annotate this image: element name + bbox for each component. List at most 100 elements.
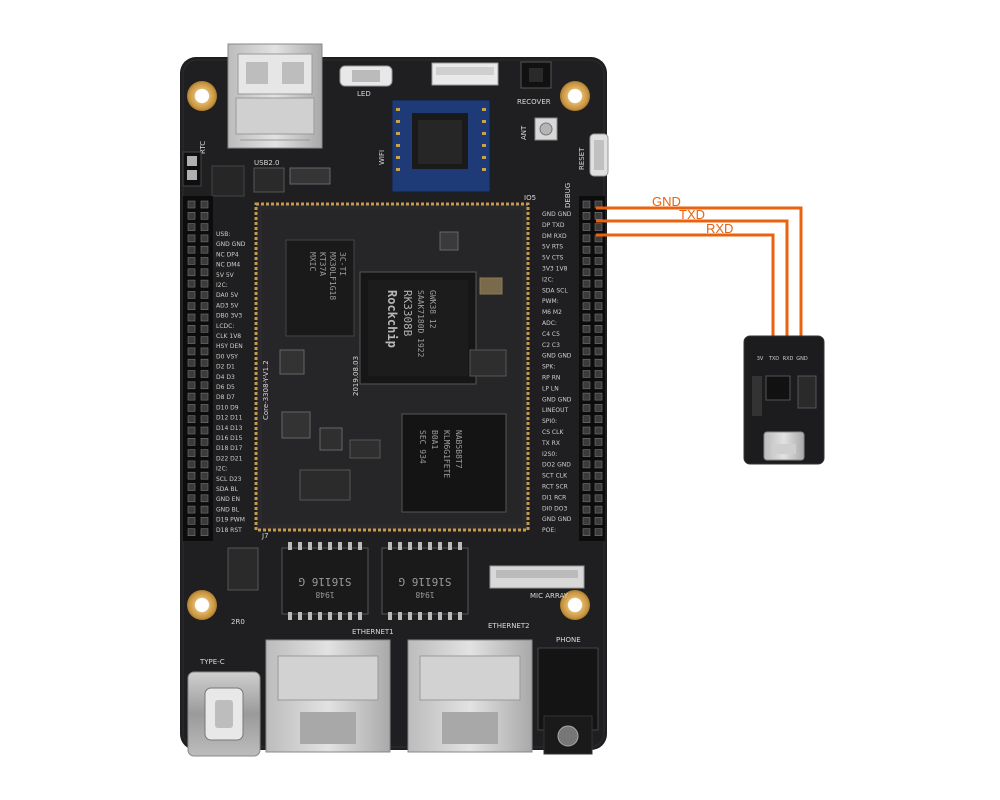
adapter-pin-label: RXD — [783, 356, 794, 362]
reset-label: RESET — [578, 147, 586, 170]
header-pin — [594, 279, 603, 288]
right-pin-label: PWM: — [542, 298, 559, 305]
emmc-line-4: NAB5B8T7 — [454, 430, 463, 469]
header-pin — [200, 483, 209, 491]
header-pin — [187, 347, 196, 356]
header-pin — [594, 471, 603, 480]
header-pin — [200, 212, 209, 220]
header-pin — [582, 483, 591, 491]
header-pin — [200, 505, 209, 514]
header-pin — [594, 257, 603, 265]
soc-line-3: GWK38 12 — [428, 290, 437, 329]
transformer-code: 1948 — [415, 590, 434, 599]
right-pin-label: CS CLK — [542, 429, 564, 436]
header-pin — [187, 392, 196, 401]
header-pin — [187, 324, 196, 333]
ethernet-port-2 — [407, 639, 533, 753]
header-pin — [187, 381, 196, 390]
left-pin-label: NC DM4 — [216, 262, 240, 269]
header-pin — [200, 528, 209, 537]
left-pin-label: NC DP4 — [216, 251, 239, 258]
mounting-hole — [187, 81, 217, 111]
wire-label: GND — [652, 194, 681, 209]
header-pin — [594, 426, 603, 435]
header-pin — [187, 257, 196, 265]
emmc-line-3: KLM6G1FETE — [442, 430, 451, 478]
header-pin — [187, 358, 196, 367]
usb-type-c-port — [187, 671, 261, 757]
header-pin — [582, 370, 591, 378]
right-pin-label: POE: — [542, 527, 556, 534]
header-pin — [200, 381, 209, 390]
header-pin — [594, 517, 603, 525]
right-pin-label: GND GND — [542, 353, 572, 360]
header-pin — [187, 245, 196, 254]
left-pin-label: CLK 1V8 — [216, 333, 241, 340]
right-pin-label: TX RX — [541, 440, 560, 447]
header-pin — [582, 471, 591, 480]
header-pin — [582, 302, 591, 311]
header-pin — [200, 302, 209, 311]
header-pin — [582, 449, 591, 457]
soc-brand: Rockchip — [385, 290, 399, 348]
adapter-pin-label: TXD — [768, 356, 779, 362]
header-pin — [187, 212, 196, 220]
header-pin — [594, 358, 603, 367]
rtc-label: RTC — [199, 141, 207, 154]
wire-gnd — [596, 206, 803, 344]
header-pin — [582, 460, 591, 469]
ant-label: ANT — [520, 125, 528, 140]
usb-label: USB2.0 — [254, 159, 280, 167]
left-pin-label: D18 D17 — [216, 445, 243, 452]
transformer-code: 1948 — [315, 590, 334, 599]
header-pin — [594, 336, 603, 344]
left-pin-label: D6 D5 — [216, 384, 235, 391]
header-pin — [582, 223, 591, 231]
emmc-line-1: SEC 934 — [418, 430, 427, 464]
header-pin — [200, 279, 209, 288]
header-pin — [594, 370, 603, 378]
left-pin-label: AD3 5V — [216, 302, 239, 309]
right-pin-label: ADC: — [542, 320, 557, 327]
wire-rxd — [596, 233, 775, 344]
left-pin-label: DB0 3V3 — [216, 313, 242, 320]
header-pin — [594, 347, 603, 356]
header-pin — [187, 223, 196, 231]
j7-label: J7 — [261, 532, 269, 540]
right-pin-label: DM RXD — [542, 233, 567, 240]
right-pin-header — [582, 200, 603, 537]
recover-label: RECOVER — [517, 98, 551, 106]
header-pin — [187, 279, 196, 288]
wifi-label: WIFI — [378, 150, 386, 165]
left-pin-label: D14 D13 — [216, 425, 243, 432]
header-pin — [594, 460, 603, 469]
eth1-label: ETHERNET1 — [352, 628, 394, 636]
header-pin — [582, 336, 591, 344]
left-pin-label: SDA BL — [216, 486, 238, 493]
header-pin — [187, 404, 196, 412]
header-pin — [187, 528, 196, 537]
header-pin — [582, 268, 591, 277]
right-pin-label: I2C: — [542, 276, 554, 283]
header-pin — [187, 268, 196, 277]
left-pin-header — [187, 200, 209, 537]
transformer-brand: S16116 G — [299, 575, 352, 588]
wire-label: TXD — [679, 207, 705, 222]
header-pin — [187, 471, 196, 480]
header-pin — [187, 336, 196, 344]
header-pin — [594, 223, 603, 231]
header-pin — [200, 392, 209, 401]
svg-text:2R0: 2R0 — [231, 618, 245, 626]
header-pin — [187, 370, 196, 378]
mic-label: MIC ARRAY — [530, 592, 569, 600]
wire-label: RXD — [706, 221, 733, 236]
header-pin — [582, 381, 591, 390]
header-pin — [187, 437, 196, 446]
header-pin — [200, 200, 209, 209]
ram-line-1: MXIC — [308, 252, 317, 271]
